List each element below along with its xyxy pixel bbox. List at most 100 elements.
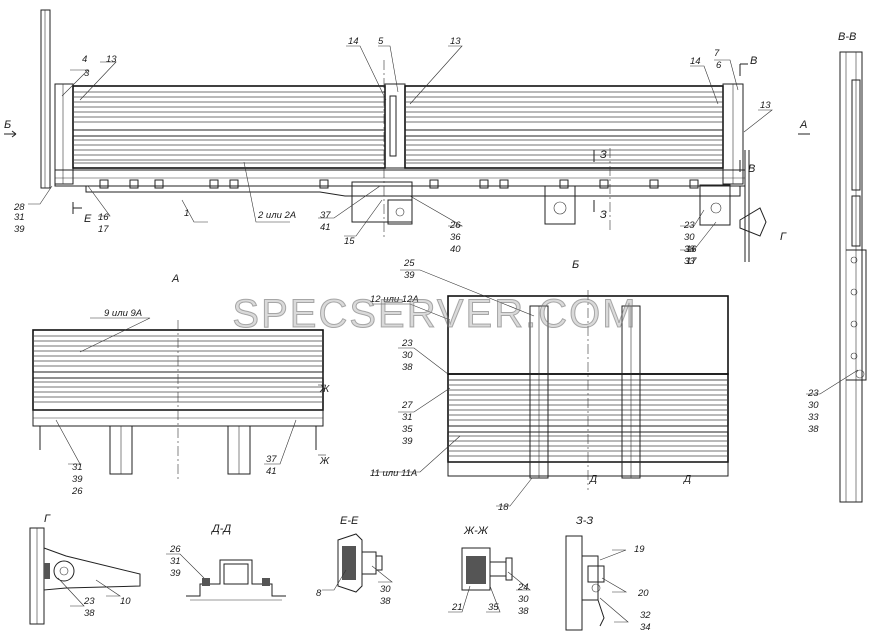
view-title-b: Б <box>572 259 579 271</box>
view-title-ee: Е-Е <box>340 515 359 527</box>
callout-30-c: 30 <box>808 400 819 411</box>
floor-clamp <box>319 179 329 189</box>
floor-clamp <box>499 179 509 189</box>
callout-14-a: 14 <box>348 36 359 47</box>
floor-clamp <box>209 179 219 189</box>
detail-dd <box>186 559 286 601</box>
callout-38-c: 38 <box>808 424 819 435</box>
detail-zz <box>565 535 605 631</box>
callout-30-d: 30 <box>380 584 391 595</box>
callout-38-e: 38 <box>380 596 391 607</box>
mark-g: Г <box>780 231 787 243</box>
mark-d-left: Д <box>589 474 597 485</box>
callout-34: 34 <box>640 622 651 633</box>
mark-zh-bottom: Ж <box>319 456 330 467</box>
floor-clamp <box>229 179 239 189</box>
callout-31-b: 31 <box>402 412 413 423</box>
callout-13-b: 13 <box>450 36 461 47</box>
callout-17-b: 17 <box>686 256 697 267</box>
callout-13-c: 13 <box>760 100 771 111</box>
callout-23-b: 23 <box>401 338 413 349</box>
callout-38-a: 38 <box>684 244 695 255</box>
callout-23-c: 23 <box>807 388 819 399</box>
callout-33-b: 33 <box>808 412 819 423</box>
floor-clamp <box>479 179 489 189</box>
floor-clamp <box>129 179 139 189</box>
mark-d-right: Д <box>683 474 691 485</box>
callout-14-b: 14 <box>690 56 701 67</box>
callout-23-d: 23 <box>83 596 95 607</box>
callout-15: 15 <box>344 236 355 247</box>
callout-26-a: 26 <box>449 220 461 231</box>
callout-31-c: 31 <box>72 462 83 473</box>
callout-28: 28 <box>13 202 25 213</box>
mark-z-bottom: З <box>600 209 607 221</box>
floor-clamp <box>154 179 164 189</box>
callout-26-b: 26 <box>71 486 83 497</box>
callout-30-a: 30 <box>684 232 695 243</box>
callout-6: 6 <box>716 60 722 71</box>
callout-numbers: 4 3 13 14 5 13 14 7 6 13 28 31 39 16 17 … <box>13 36 819 633</box>
callout-38-f: 38 <box>518 606 529 617</box>
callout-10: 10 <box>120 596 131 607</box>
floor-clamp <box>649 179 659 189</box>
callout-11: 11 или 11А <box>370 468 417 479</box>
callout-16-b: 16 <box>686 244 697 255</box>
view-title-zhzh: Ж-Ж <box>463 525 489 537</box>
view-title-bb: В-В <box>838 31 856 43</box>
callout-35-a: 35 <box>402 424 413 435</box>
view-title-zz: З-З <box>576 515 593 527</box>
callout-19: 19 <box>634 544 645 555</box>
floor-clamp <box>559 179 569 189</box>
callout-3: 3 <box>84 68 90 79</box>
floor-clamp <box>689 179 699 189</box>
view-b <box>447 290 729 490</box>
callout-32: 32 <box>640 610 651 621</box>
detail-ee <box>337 533 383 593</box>
leader-lines <box>28 45 859 623</box>
callout-21: 21 <box>451 602 463 613</box>
callout-41-a: 41 <box>320 222 331 233</box>
mark-zh-top: Ж <box>319 384 330 395</box>
view-a <box>32 320 326 480</box>
callout-41-b: 41 <box>266 466 277 477</box>
callout-37-b: 37 <box>266 454 277 465</box>
callout-23-a: 23 <box>683 220 695 231</box>
callout-35-b: 35 <box>488 602 499 613</box>
view-title-g: Г <box>44 513 51 525</box>
callout-7: 7 <box>714 48 720 59</box>
section-marks <box>4 63 810 214</box>
callout-16-a: 16 <box>98 212 109 223</box>
callout-37-a: 37 <box>320 210 331 221</box>
callout-24: 24 <box>517 582 529 593</box>
view-title-dd: Д-Д <box>210 523 231 535</box>
callout-8: 8 <box>316 588 322 599</box>
mark-e: Е <box>84 213 92 225</box>
callout-18: 18 <box>498 502 509 513</box>
floor-clamp <box>599 179 609 189</box>
callout-30-e: 30 <box>518 594 529 605</box>
callout-40: 40 <box>450 244 461 255</box>
callout-17-a: 17 <box>98 224 109 235</box>
callout-38-b: 38 <box>402 362 413 373</box>
view-bb <box>839 51 867 503</box>
mark-v-top: В <box>750 55 757 67</box>
callout-39-c: 39 <box>402 436 413 447</box>
mark-a-right: А <box>799 119 807 131</box>
callout-9: 9 или 9А <box>104 308 142 319</box>
floor-clamp <box>99 179 109 189</box>
mark-b-left: Б <box>4 119 11 131</box>
callout-12: 12 или 12А <box>370 294 419 305</box>
callout-20: 20 <box>637 588 649 599</box>
floor-clamp <box>429 179 439 189</box>
callout-39-a: 39 <box>14 224 25 235</box>
callout-36: 36 <box>450 232 461 243</box>
callout-2: 2 или 2А <box>257 210 296 221</box>
view-title-a: А <box>171 273 179 285</box>
callout-39-e: 39 <box>170 568 181 579</box>
mark-z-top: З <box>600 149 607 161</box>
callout-31-a: 31 <box>14 212 25 223</box>
callout-25: 25 <box>403 258 415 269</box>
callout-39-b: 39 <box>404 270 415 281</box>
